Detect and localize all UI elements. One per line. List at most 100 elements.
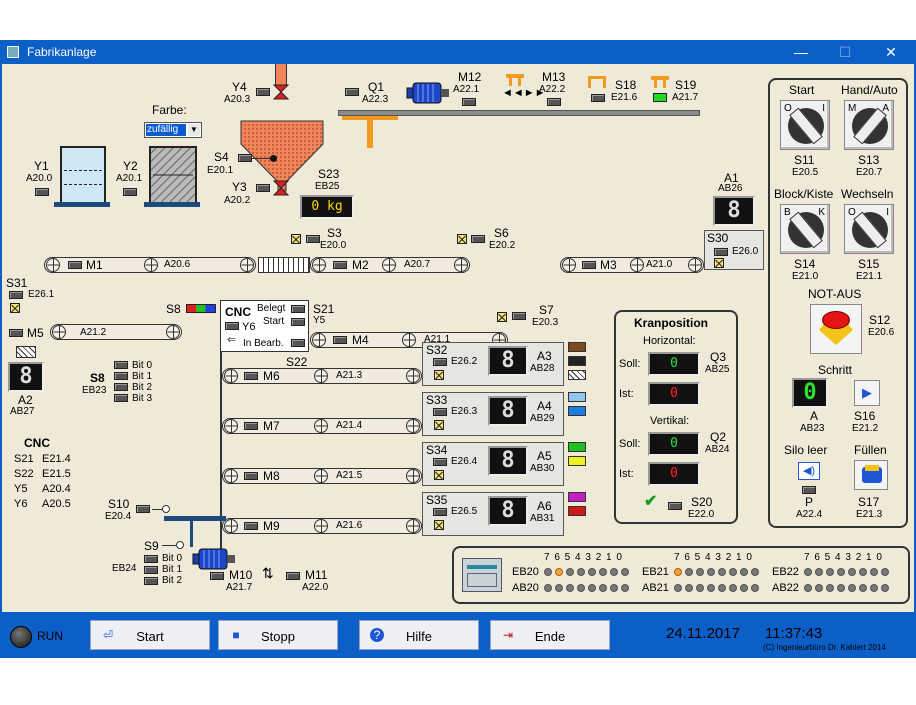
- m9-indicator: [244, 522, 258, 530]
- io-input-byte: EB22: [772, 566, 799, 578]
- a5-label: A5: [537, 449, 552, 463]
- cnc-legend-name: Y5: [14, 483, 28, 495]
- s34-indicator: [433, 458, 447, 466]
- s6-indicator: [471, 235, 485, 243]
- s20-address: E22.0: [688, 509, 715, 520]
- minimize-button[interactable]: —: [794, 44, 808, 60]
- s30-box: [714, 258, 724, 268]
- s3-label: S3: [327, 226, 342, 240]
- io-output-led: [859, 584, 867, 592]
- chevron-down-icon[interactable]: ▼: [188, 124, 200, 136]
- farbe-select[interactable]: zufällig ▼: [144, 122, 202, 138]
- exit-icon: ⇥: [502, 628, 514, 642]
- io-input-led: [870, 568, 878, 576]
- io-output-led: [555, 584, 563, 592]
- m7-indicator: [244, 422, 258, 430]
- start-button[interactable]: ⏎Start: [90, 620, 210, 650]
- m6-address: A21.3: [336, 370, 363, 381]
- help-icon: ?: [370, 628, 384, 642]
- io-output-led: [566, 584, 574, 592]
- y2-address: A20.1: [116, 173, 143, 184]
- cnc-y6-label: Y6: [242, 321, 256, 333]
- io-input-byte: EB21: [642, 566, 669, 578]
- s8-bit3: Bit 3: [132, 393, 153, 404]
- m6-label: M6: [263, 369, 280, 383]
- close-button[interactable]: ✕: [885, 44, 897, 60]
- s19-label: S19: [675, 78, 697, 92]
- s14-address: E21.0: [792, 271, 819, 282]
- s8-label: S8: [166, 302, 181, 316]
- hilfe-button[interactable]: ?Hilfe: [359, 620, 479, 650]
- m9-address: A21.6: [336, 520, 363, 531]
- speaker-icon: ◀): [798, 462, 820, 480]
- s10-indicator: [136, 505, 150, 513]
- s32-label: S32: [426, 343, 448, 357]
- q1-indicator: [345, 88, 359, 96]
- s33-address: E26.3: [451, 406, 478, 417]
- s11-label: S11: [794, 153, 815, 167]
- m3-label: M3: [600, 258, 617, 272]
- crane-icon: [506, 74, 524, 78]
- s31-box: [10, 303, 20, 313]
- s18-label: S18: [615, 78, 637, 92]
- m12-address: A22.1: [453, 84, 480, 95]
- m6-indicator: [244, 372, 258, 380]
- p-address: A22.4: [796, 509, 823, 520]
- y1-base: [54, 202, 110, 207]
- io-input-led: [837, 568, 845, 576]
- scale-display: 0 kg: [300, 195, 354, 219]
- fuellen-button[interactable]: [854, 460, 888, 490]
- s12-address: E20.6: [868, 327, 895, 338]
- farbe-selected-value: zufällig: [146, 124, 186, 136]
- run-led: [10, 626, 32, 648]
- s16-address: E21.2: [852, 423, 879, 434]
- s4-sensor-icon: [270, 155, 277, 162]
- a5-display: 8: [488, 446, 528, 476]
- kranposition-panel: [614, 310, 738, 524]
- title-bar: Fabrikanlage — ☐ ✕: [0, 40, 916, 64]
- a1-label: A1: [724, 171, 739, 185]
- kran-v-ist-display: 0: [648, 462, 700, 486]
- s6-address: E20.2: [489, 240, 516, 251]
- m7-address: A21.4: [336, 420, 363, 431]
- notaus-button[interactable]: [810, 304, 862, 354]
- io-output-led: [740, 584, 748, 592]
- a2-display: 8: [8, 362, 44, 392]
- ende-button[interactable]: ⇥Ende: [490, 620, 610, 650]
- step-button[interactable]: ▶: [854, 380, 880, 406]
- m10-indicator: [210, 572, 224, 580]
- s20-indicator: [668, 502, 682, 510]
- a6-display: 8: [488, 496, 528, 526]
- cnc-machine: CNC Y6 ⇐ Belegt Start In Bearb.: [220, 300, 309, 352]
- io-output-led: [599, 584, 607, 592]
- cnc-title: CNC: [225, 305, 251, 319]
- target-color-swatch: [568, 456, 586, 466]
- target-color-swatch: [568, 392, 586, 402]
- plc-icon: [462, 558, 502, 592]
- control-panel: [768, 78, 908, 528]
- io-input-led: [674, 568, 682, 576]
- app-icon: [7, 46, 19, 58]
- s35-indicator: [433, 508, 447, 516]
- cnc-start-label: Start: [263, 316, 285, 327]
- m2-address: A20.7: [404, 259, 431, 270]
- maximize-button[interactable]: ☐: [838, 44, 852, 60]
- s23-address: EB25: [315, 181, 340, 192]
- s17-label: S17: [858, 495, 880, 509]
- s34-label: S34: [426, 443, 448, 457]
- io-output-led: [751, 584, 759, 592]
- io-input-led: [685, 568, 693, 576]
- cnc-belegt-label: Belegt: [257, 303, 286, 314]
- s9-sensor-icon: [176, 541, 184, 549]
- s19-crane-icon: [651, 76, 669, 80]
- stopp-button[interactable]: ■Stopp: [218, 620, 338, 650]
- io-output-led: [674, 584, 682, 592]
- target-color-swatch: [568, 342, 586, 352]
- distribution-line: [220, 352, 222, 552]
- io-input-led: [826, 568, 834, 576]
- s4-arm: [252, 158, 274, 159]
